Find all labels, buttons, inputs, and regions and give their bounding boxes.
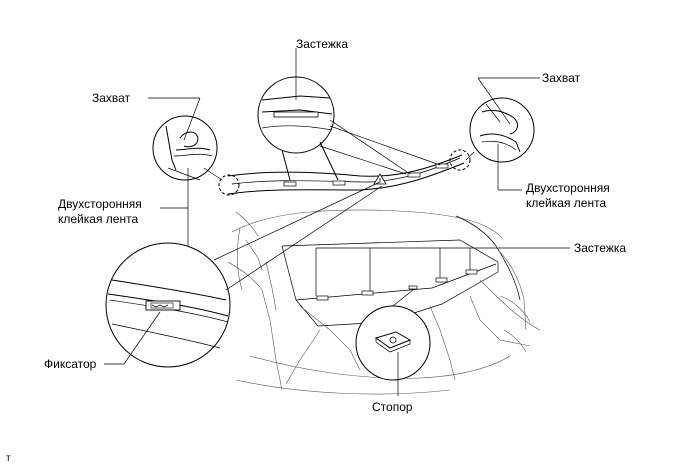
clip-right-callout bbox=[315, 247, 570, 296]
retainer-label: Фиксатор bbox=[44, 357, 97, 371]
clip-right-label: Застежка bbox=[574, 241, 627, 255]
tape-left-label: Двухсторонняя клейкая лента bbox=[58, 197, 142, 226]
clip-detail-bubble bbox=[257, 48, 441, 181]
right-claw-bubble bbox=[465, 77, 540, 191]
claw-left-label: Захват bbox=[92, 91, 131, 105]
clip-top-label: Застежка bbox=[296, 37, 349, 51]
stopper-label: Стопор bbox=[372, 400, 413, 414]
car-trunk-body bbox=[227, 209, 541, 395]
claw-right-label: Захват bbox=[542, 71, 581, 85]
retainer-bubble bbox=[104, 181, 383, 368]
stopper-bubble bbox=[355, 289, 431, 396]
left-claw-bubble bbox=[148, 97, 223, 181]
corner-mark: т bbox=[6, 453, 11, 464]
spoiler bbox=[218, 149, 471, 196]
tape-right-label: Двухсторонняя клейкая лента bbox=[526, 181, 610, 210]
